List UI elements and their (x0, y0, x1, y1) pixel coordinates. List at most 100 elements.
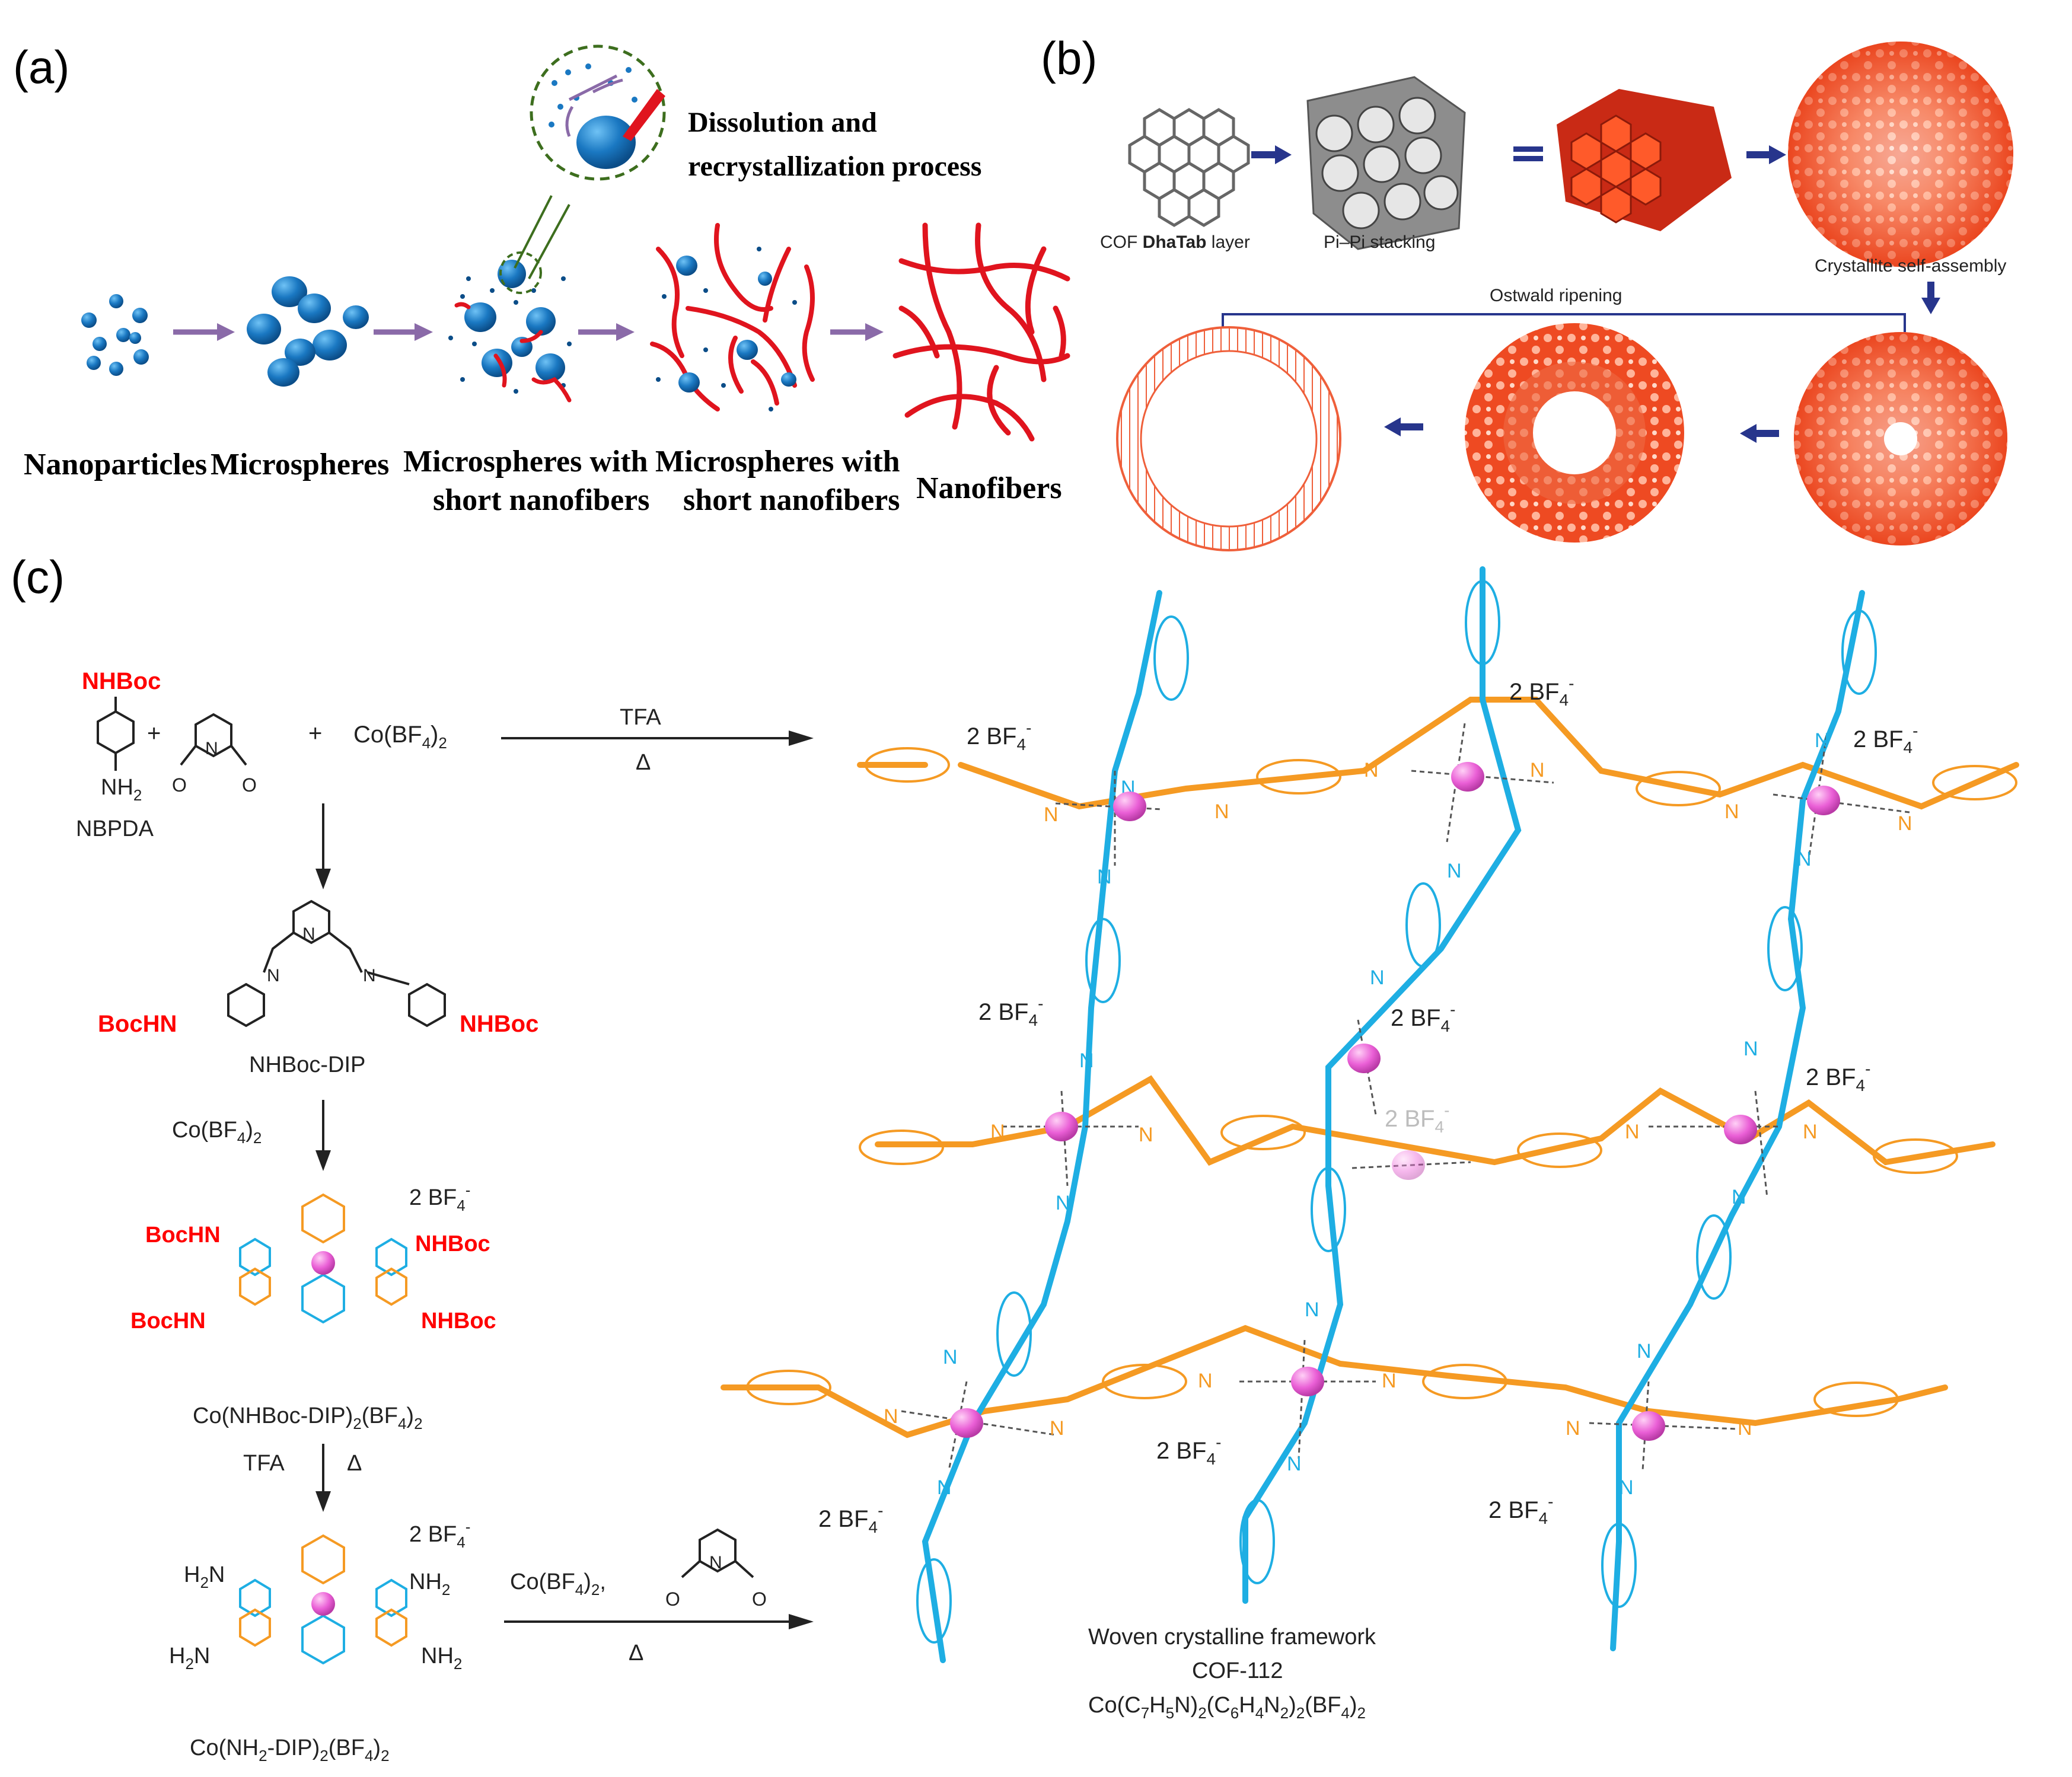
nanoparticles-group (81, 294, 149, 376)
woven-framework: N N N N N N N N N N N N N N N N N N N (721, 566, 2019, 1663)
nbpda-structure: NHBoc NH2 NBPDA (76, 668, 161, 841)
panel-c: (c) NHBoc NH2 NBPDA + N O O + Co(BF4)2 T… (11, 551, 2019, 1765)
complex-1-nhboc-top: NHBoc (415, 1232, 490, 1256)
callout-text-line1: Dissolution and (688, 107, 877, 138)
complex-2-nh2-bottom: NH2 (421, 1644, 462, 1673)
co-nh2-dip-complex (239, 1534, 407, 1665)
framework-formula: Co(C7H5N)2(C6H4N2)2(BF4)2 (1088, 1693, 1366, 1722)
arrow-b5 (1384, 417, 1423, 436)
svg-text:2 BF4-: 2 BF4- (967, 719, 1031, 754)
svg-text:2 BF4-: 2 BF4- (1385, 1101, 1449, 1136)
plus-sign-2: + (308, 720, 322, 746)
sphere-small-core (1794, 332, 2007, 545)
dialdehyde-o2: O (242, 774, 257, 796)
svg-text:N: N (937, 1476, 952, 1499)
delta-label-3: Δ (629, 1641, 643, 1666)
callout-text-line2: recrystallization process (688, 151, 981, 182)
panel-c-label: (c) (11, 551, 65, 603)
svg-text:2 BF4-: 2 BF4- (1488, 1492, 1553, 1527)
nitrogen-labels-blue: N N N N N N N N N N N N N N N N (937, 729, 1829, 1499)
nanofibers-group (892, 222, 1070, 442)
svg-text:N: N (1079, 1049, 1094, 1072)
svg-text:N: N (1530, 759, 1545, 781)
cobalt-nodes (950, 762, 1840, 1441)
svg-text:N: N (1287, 1453, 1302, 1475)
svg-text:N: N (1447, 860, 1462, 882)
svg-text:2 BF4-: 2 BF4- (1853, 722, 1918, 757)
svg-text:N: N (1097, 866, 1112, 888)
pyridine-dialdehyde-2 (681, 1528, 754, 1578)
svg-text:N: N (1625, 1121, 1640, 1143)
dialdehyde-2-o1: O (665, 1588, 680, 1610)
nhboc-dip-n3: N (302, 924, 315, 944)
svg-text:N: N (1056, 1192, 1070, 1214)
svg-text:2 BF4-: 2 BF4- (1806, 1060, 1870, 1095)
svg-text:N: N (884, 1405, 898, 1428)
svg-text:N: N (990, 1121, 1005, 1143)
stage-label-4-line1: Microspheres with (655, 445, 900, 478)
arrow-b2 (1746, 145, 1786, 164)
complex-2-h2n-bottom: H2N (169, 1644, 210, 1673)
svg-text:N: N (1364, 759, 1379, 781)
stage-label-1: Nanoparticles (24, 448, 207, 481)
svg-text:N: N (1724, 800, 1739, 823)
dialdehyde-n: N (205, 739, 218, 758)
svg-text:N: N (1797, 848, 1812, 870)
pi-stacking-block (1306, 76, 1466, 250)
arrow-b1 (1251, 145, 1292, 164)
complex-2-h2n-top: H2N (184, 1562, 225, 1591)
svg-text:N: N (1637, 1340, 1652, 1363)
stage-label-4-line2: short nanofibers (683, 483, 900, 517)
svg-text:N: N (1382, 1370, 1397, 1392)
stage-label-2: Microspheres (211, 448, 389, 481)
dialdehyde-2-n: N (709, 1553, 722, 1572)
svg-text:N: N (1044, 803, 1059, 826)
svg-text:N: N (1732, 1186, 1746, 1208)
svg-text:N: N (1803, 1121, 1818, 1143)
stage-label-5: Nanofibers (916, 471, 1062, 505)
svg-text:2 BF4-: 2 BF4- (1391, 1000, 1455, 1035)
dialdehyde-2-o2: O (752, 1588, 767, 1610)
co-bf4-reagent-1: Co(BF4)2 (353, 722, 447, 752)
ostwald-bracket (1222, 313, 1906, 338)
plus-sign-1: + (147, 720, 161, 746)
blue-benzene-rings (916, 580, 1877, 1644)
nhboc-dip-label: NHBoc-DIP (249, 1052, 365, 1077)
tfa-label-1: TFA (620, 705, 661, 730)
framework-caption-line1: Woven crystalline framework (1088, 1625, 1376, 1650)
nhboc-dip-nhboc: NHBoc (460, 1011, 538, 1037)
panel-a: (a) (13, 41, 1070, 517)
complex-1-bochn-bottom: BocHN (130, 1309, 206, 1333)
co-bf4-reagent-3: Co(BF4)2, (510, 1569, 606, 1599)
pi-stacking-label: Pi–Pi stacking (1324, 232, 1435, 252)
orange-benzene-rings (746, 747, 2017, 1417)
svg-text:2 BF4-: 2 BF4- (1509, 674, 1574, 709)
svg-text:N: N (943, 1346, 958, 1368)
stage-label-3-line2: short nanofibers (433, 483, 649, 517)
panel-b: (b) COF DhaTab layer (1041, 32, 2013, 551)
svg-text:N: N (1619, 1476, 1634, 1499)
solid-sphere (1788, 42, 2013, 267)
complex-1-bochn-top: BocHN (145, 1223, 221, 1248)
svg-text:N: N (1566, 1417, 1580, 1440)
framework-caption-line2: COF-112 (1192, 1658, 1283, 1683)
bf4-counterions: 2 BF4- 2 BF4- 2 BF4- 2 BF4- 2 BF4- 2 BF4… (818, 674, 1918, 1536)
arrow-b4 (1740, 424, 1779, 443)
pyridine-dialdehyde: N O O (172, 713, 257, 796)
nhboc-dip-bochn: BocHN (98, 1011, 177, 1037)
tfa-label-2: TFA (243, 1451, 285, 1476)
co-nhboc-dip-label: Co(NHBoc-DIP)2(BF4)2 (193, 1403, 423, 1433)
nbpda-label: NBPDA (76, 816, 154, 841)
microspheres-group (247, 276, 369, 387)
cof-layer-label: COF DhaTab layer (1100, 232, 1250, 252)
ostwald-label: Ostwald ripening (1490, 286, 1622, 305)
arrow-b3 (1921, 282, 1940, 314)
svg-text:N: N (1139, 1124, 1153, 1146)
co-nh2-dip-label: Co(NH2-DIP)2(BF4)2 (190, 1735, 390, 1765)
microspheres-short-fibers-1 (448, 260, 572, 403)
cobalt-center-1 (311, 1251, 335, 1275)
nitrogen-labels: N N N N N N N N N N N N N N N N (884, 759, 1912, 1440)
svg-text:2 BF4-: 2 BF4- (818, 1501, 883, 1536)
